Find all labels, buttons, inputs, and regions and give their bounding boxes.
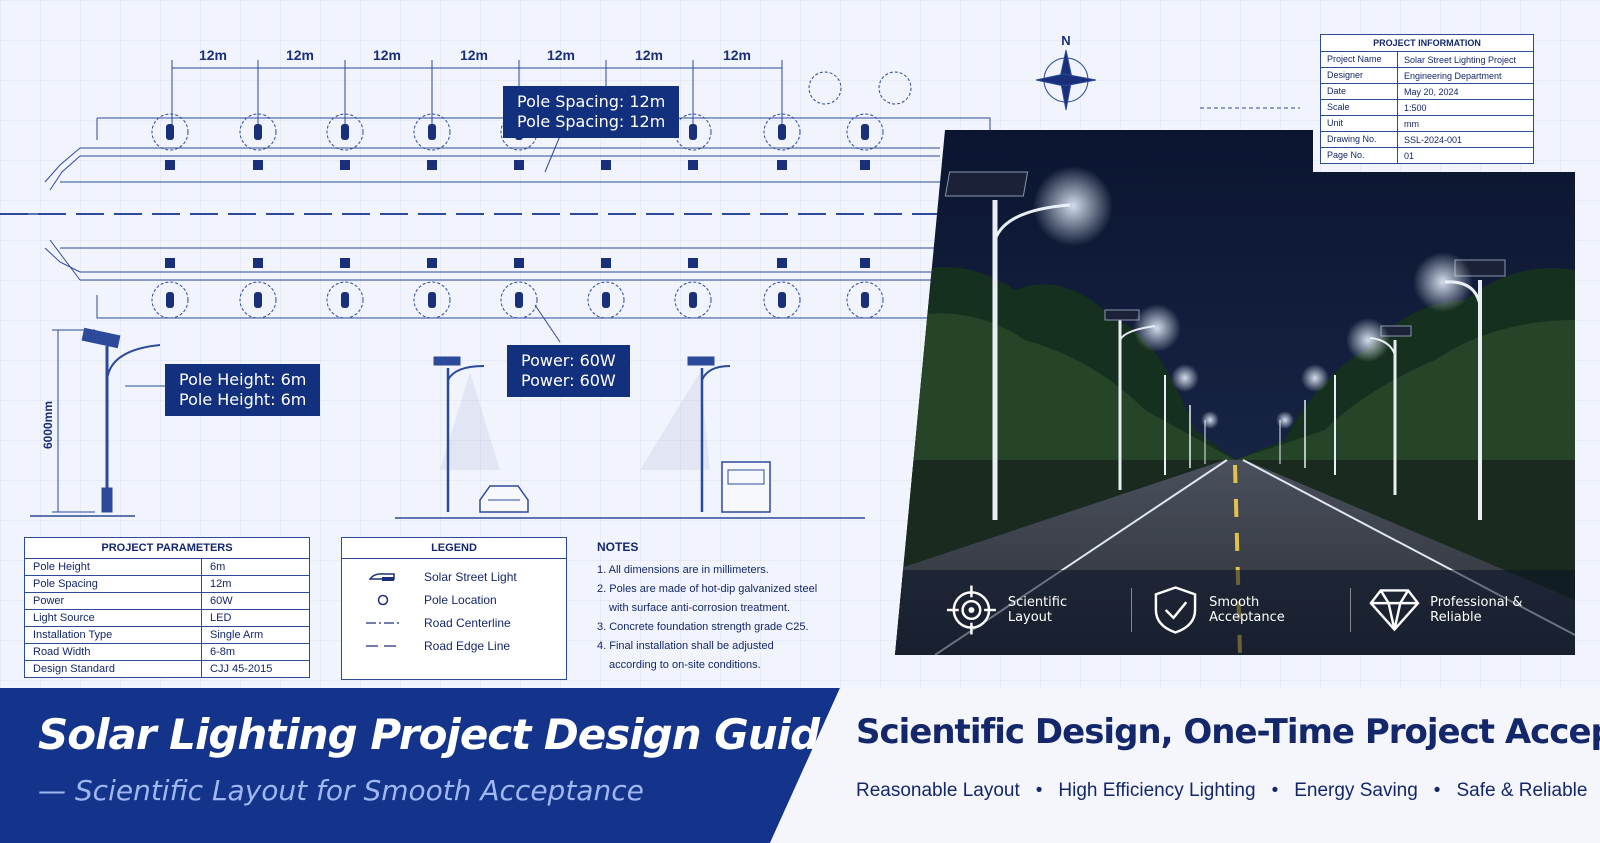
spacing-label: 12m [547,47,575,63]
note-line: with surface anti-corrosion treatment. [609,602,790,614]
spacing-label: 12m [635,47,663,63]
pole-location-icon [377,594,389,605]
night-street-photo [895,130,1575,655]
note-line: 2. Poles are made of hot-dip galvanized … [597,583,818,595]
bullet-separator: • [1035,780,1043,801]
feature-item: High Efficiency Lighting [1058,780,1256,801]
table-row: Drawing No.SSL-2024-001 [1321,132,1533,148]
spacing-label: 12m [460,47,488,63]
note-line: according to on-site conditions. [609,659,761,671]
bullet-separator: • [1271,780,1279,801]
spacing-label: 12m [199,47,227,63]
project-information-title: PROJECT INFORMATION [1321,35,1533,52]
pole-height-callout: Pole Height: 6m Pole Height: 6m [165,364,321,416]
compass-north-label: N [1061,33,1070,48]
badge-scientific-layout: Scientific Layout [945,583,1113,637]
dashed-line-icon [366,644,400,647]
badge-separator [1350,588,1352,632]
page-title: Solar Lighting Project Design Guide [38,710,847,759]
street-light-icon [368,572,395,581]
notes-section: NOTES 1. All dimensions are in millimete… [597,540,837,676]
notes-title: NOTES [597,540,639,554]
headline-banner: Scientific Design, One-Time Project Acce… [770,688,1600,843]
night-street-illustration [895,130,1575,655]
feature-item: Reasonable Layout [856,780,1020,801]
diamond-icon [1369,589,1420,632]
shield-check-icon [1154,586,1197,634]
note-line: 3. Concrete foundation strength grade C2… [597,621,809,633]
target-icon [946,585,996,635]
headline: Scientific Design, One-Time Project Acce… [856,712,1600,752]
badge-separator [1131,588,1133,632]
power-callout: Power: 60W Power: 60W [507,345,630,397]
dash-dot-line-icon [366,621,400,624]
bullet-separator: • [1433,780,1441,801]
height-dimension-label: 6000mm [41,401,55,449]
feature-badges: Scientific Layout Smooth Acceptance Prof… [895,575,1575,645]
page-subtitle: — Scientific Layout for Smooth Acceptanc… [38,774,644,807]
legend-item: Road Centerline [342,611,566,634]
legend-title: LEGEND [342,538,566,559]
legend-item: Road Edge Line [342,634,566,657]
badge-smooth-acceptance: Smooth Acceptance [1152,584,1336,636]
feature-list: Reasonable Layout • High Efficiency Ligh… [856,780,1587,802]
badge-professional-reliable: Professional & Reliable [1369,587,1575,633]
feature-item: Energy Saving [1294,780,1418,801]
project-parameters-title: PROJECT PARAMETERS [25,538,309,559]
legend-item: Pole Location [342,588,566,611]
note-line: 1. All dimensions are in millimeters. [597,564,769,576]
legend-item: Solar Street Light [342,565,566,588]
legend-box: LEGEND Solar Street Light Pole Location … [341,537,567,680]
spacing-label: 12m [286,47,314,63]
note-line: 4. Final installation shall be adjusted [597,640,774,652]
pole-spacing-callout: Pole Spacing: 12m Pole Spacing: 12m [503,86,680,138]
spacing-label: 12m [723,47,751,63]
spacing-label: 12m [373,47,401,63]
title-banner: Solar Lighting Project Design Guide — Sc… [0,688,840,843]
feature-item: Safe & Reliable [1456,780,1588,801]
table-row: Page No.01 [1321,148,1533,163]
